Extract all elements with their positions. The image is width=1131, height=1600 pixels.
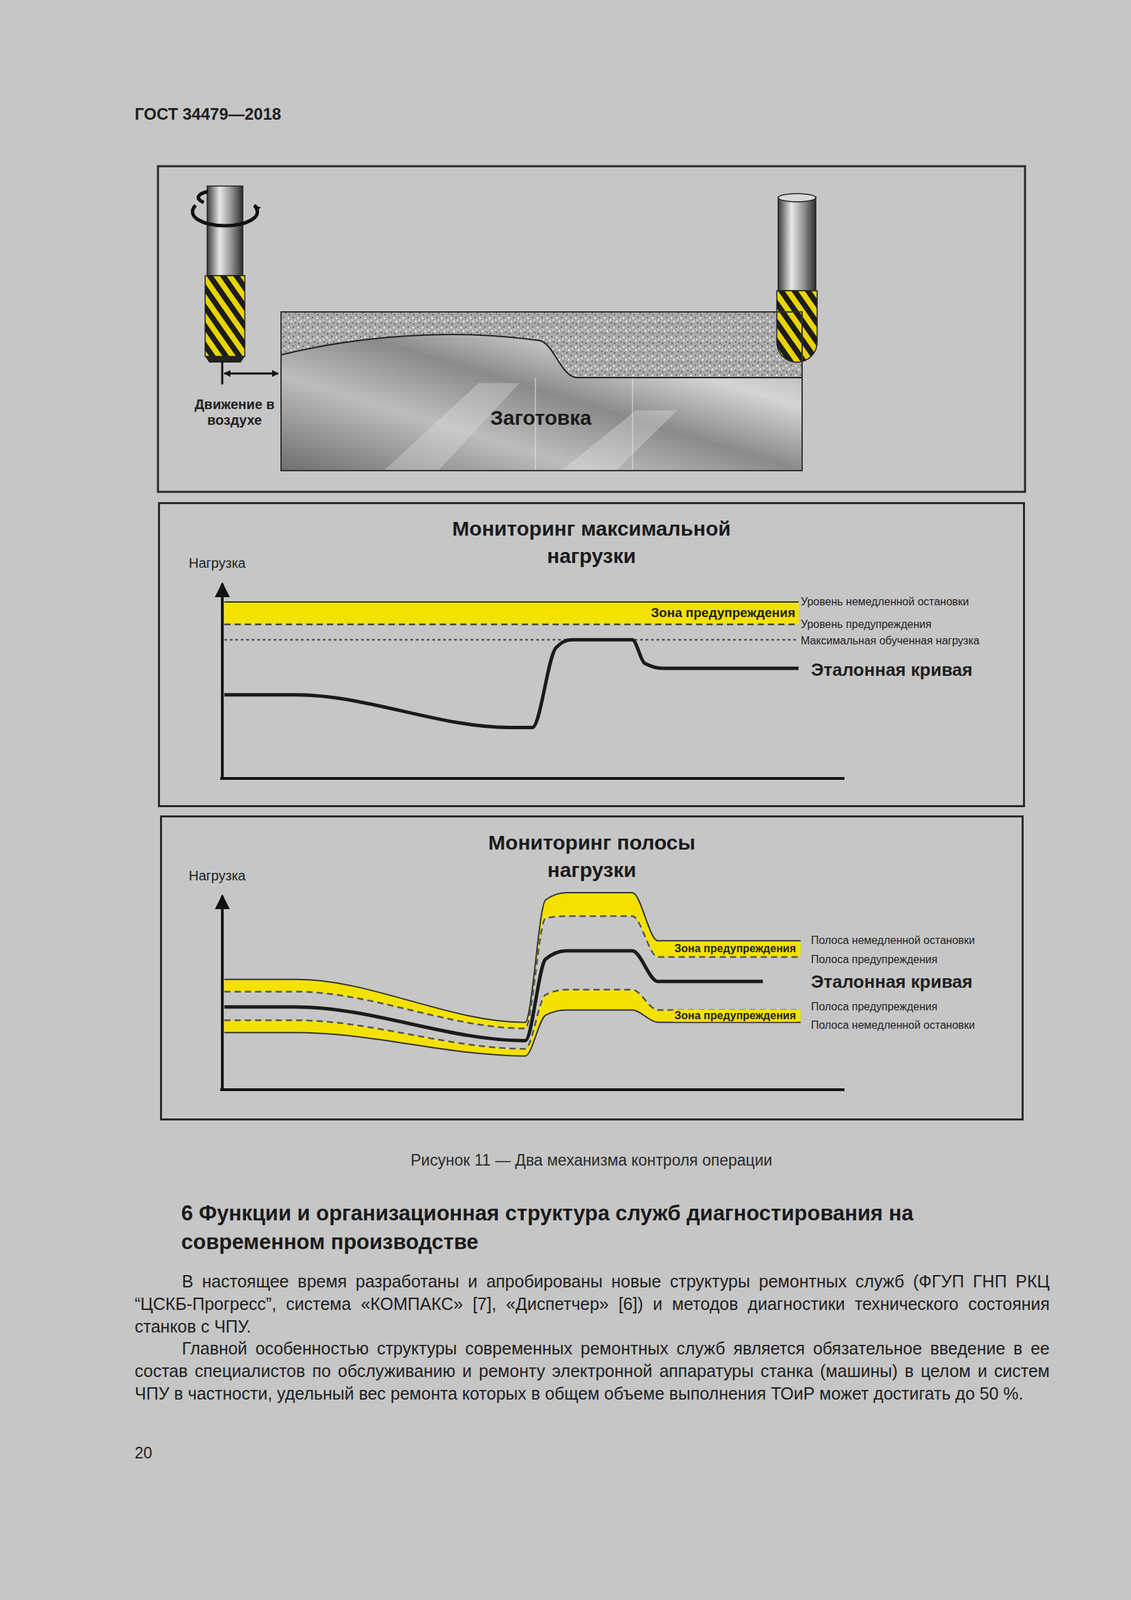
figure-part <box>205 275 245 357</box>
page-number: 20 <box>134 1443 153 1462</box>
band-label: Полоса немедленной остановки <box>810 934 976 947</box>
reference-curve <box>224 639 799 727</box>
figure-part <box>776 290 818 363</box>
workpiece-drawing <box>280 311 803 472</box>
level-label: Уровень предупреждения <box>800 618 932 631</box>
figure-part <box>778 193 816 202</box>
figure-part <box>192 205 258 226</box>
band-label: Полоса немедленной остановки <box>810 1018 976 1032</box>
figure-part <box>198 191 208 203</box>
panel-frame <box>157 166 1026 492</box>
chart-panel: Мониторинг полосы нагрузки <box>160 815 1024 1121</box>
zone-label: Зона предупреждения <box>672 1009 798 1022</box>
figure-part <box>778 196 816 291</box>
figure-part <box>280 311 803 472</box>
level-label: Максимальная обученная нагрузка <box>800 634 980 647</box>
max-learned-line <box>224 638 799 641</box>
figure-part <box>224 372 279 375</box>
warning-level-line <box>224 623 799 626</box>
x-axis <box>220 1087 845 1091</box>
workpiece-box: Заготовка <box>280 311 803 472</box>
chart-panel: Мониторинг максимальной нагрузки <box>157 501 1026 807</box>
curve-label: Эталонная кривая <box>810 659 973 681</box>
figure-part <box>207 185 243 276</box>
figure-part <box>280 311 803 378</box>
zone-label: Зона предупреждения <box>650 605 796 621</box>
warning-zone <box>224 601 799 625</box>
curve-label: Эталонная кривая <box>810 971 973 993</box>
figure-part <box>221 361 224 385</box>
figure-part <box>280 334 803 378</box>
band-label: Полоса предупреждения <box>810 953 938 966</box>
body-paragraph: В настоящее время разработаны и апробиро… <box>134 1269 1050 1338</box>
axis-label: Нагрузка <box>188 867 246 884</box>
workpiece-label: Заготовка <box>438 405 644 431</box>
charts <box>220 583 845 1090</box>
max-load-chart <box>220 583 845 779</box>
x-axis <box>220 776 845 780</box>
zone-label: Зона предупреждения <box>672 942 798 955</box>
level-label: Уровень немедленной остановки <box>800 595 969 608</box>
y-axis <box>220 583 224 779</box>
panel-title: Мониторинг максимальной нагрузки <box>420 514 763 570</box>
page-header: ГОСТ 34479—2018 <box>134 104 282 124</box>
section-heading: 6 Функции и организационная структура сл… <box>181 1198 1050 1257</box>
axis-label: Нагрузка <box>188 555 246 571</box>
figure-part <box>631 377 634 472</box>
motion-label: Движение в воздухе <box>190 396 279 429</box>
band-line <box>224 915 801 1028</box>
band-label: Полоса предупреждения <box>810 1000 938 1013</box>
lower-warning-band <box>224 989 801 1056</box>
ball-mill-right <box>776 193 818 363</box>
air-move-arrow <box>222 361 279 385</box>
y-axis <box>220 895 224 1090</box>
stop-level-line <box>224 601 799 603</box>
reference-curve <box>224 950 764 1041</box>
body-paragraph: Главной особенностью структуры современн… <box>134 1336 1050 1405</box>
figure-caption: Рисунок 11 — Два механизма контроля опер… <box>317 1150 866 1170</box>
panel-title: Мониторинг полосы нагрузки <box>455 828 729 884</box>
end-mill-left <box>192 185 258 363</box>
figure-part <box>205 356 245 363</box>
load-band-chart <box>220 892 845 1090</box>
